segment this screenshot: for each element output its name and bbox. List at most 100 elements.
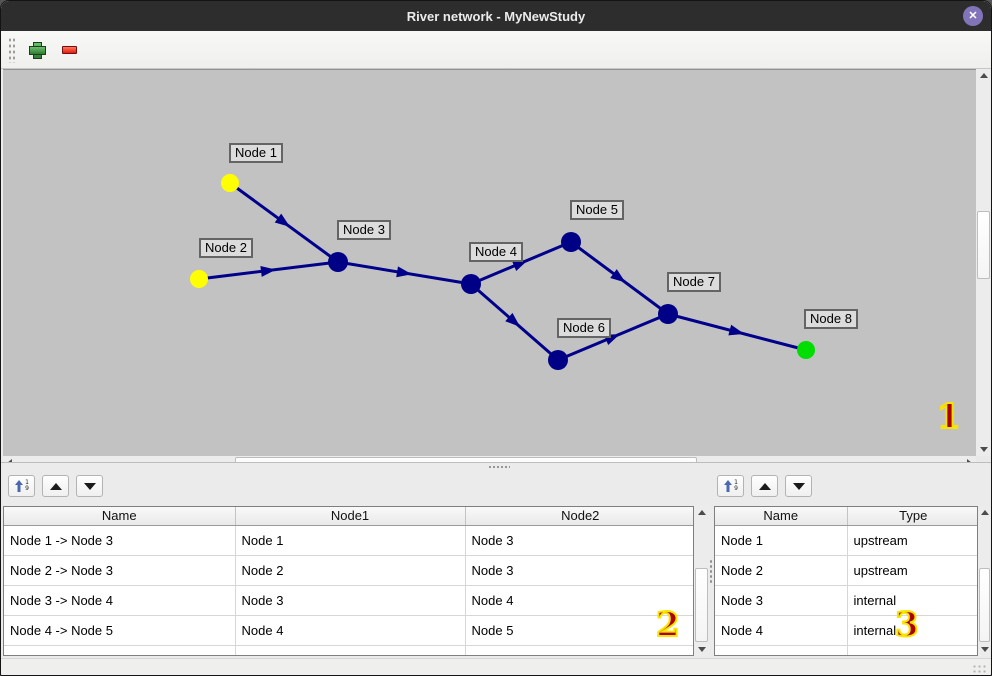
table-cell[interactable]: Node 3 xyxy=(465,525,693,556)
table-cell[interactable]: Node 3 xyxy=(715,585,848,616)
table-cell[interactable]: Node 5 xyxy=(465,615,693,646)
scroll-up-arrow[interactable] xyxy=(978,506,991,519)
main-toolbar xyxy=(1,31,991,69)
toolbar-drag-handle[interactable] xyxy=(8,36,16,63)
flow-arrow-icon xyxy=(505,312,521,327)
node-label[interactable]: Node 6 xyxy=(557,318,611,338)
table-cell[interactable] xyxy=(4,645,236,655)
scroll-up-arrow[interactable] xyxy=(694,506,709,519)
table-cell[interactable] xyxy=(715,645,848,655)
node-label[interactable]: Node 5 xyxy=(570,200,624,220)
nodes-move-up-button[interactable] xyxy=(751,475,778,497)
node-circle[interactable] xyxy=(561,232,581,252)
node-circle[interactable] xyxy=(461,274,481,294)
links-table-scrollbar[interactable] xyxy=(694,506,710,656)
column-header[interactable]: Name xyxy=(4,507,236,526)
scroll-up-arrow[interactable] xyxy=(976,69,991,82)
column-header[interactable]: Node1 xyxy=(235,507,466,526)
table-cell[interactable]: Node 2 xyxy=(235,555,466,586)
vertical-splitter[interactable] xyxy=(709,559,713,585)
close-button[interactable]: ✕ xyxy=(963,6,983,26)
node-circle[interactable] xyxy=(328,252,348,272)
nodes-move-down-button[interactable] xyxy=(785,475,812,497)
flow-arrow-icon xyxy=(610,269,626,283)
table-cell[interactable]: Node 1 xyxy=(715,525,848,556)
links-move-down-button[interactable] xyxy=(76,475,103,497)
node-circle[interactable] xyxy=(221,174,239,192)
scrollbar-thumb[interactable] xyxy=(695,568,708,642)
table-cell[interactable] xyxy=(465,645,693,655)
table-cell[interactable]: upstream xyxy=(847,525,977,556)
up-triangle-icon xyxy=(758,482,771,490)
minus-icon xyxy=(61,45,77,54)
flow-arrow-icon xyxy=(260,265,276,277)
add-button[interactable] xyxy=(23,37,49,63)
node-label[interactable]: Node 2 xyxy=(199,238,253,258)
table-cell[interactable] xyxy=(847,645,977,655)
table-cell[interactable]: Node 4 xyxy=(715,615,848,646)
node-label[interactable]: Node 4 xyxy=(469,242,523,262)
table-cell[interactable]: Node 4 -> Node 5 xyxy=(4,615,236,646)
scrollbar-thumb[interactable] xyxy=(979,568,990,642)
table-cell[interactable]: Node 3 xyxy=(465,555,693,586)
titlebar[interactable]: River network - MyNewStudy ✕ xyxy=(1,1,991,31)
column-header[interactable]: Node2 xyxy=(465,507,693,526)
horizontal-splitter[interactable] xyxy=(1,462,991,470)
table-cell[interactable]: Node 1 xyxy=(235,525,466,556)
table-cell[interactable]: internal xyxy=(847,585,977,616)
table-cell[interactable]: Node 3 xyxy=(235,585,466,616)
table-cell[interactable]: Node 4 xyxy=(235,615,466,646)
river-network-canvas[interactable]: Node 1 Node 2 Node 3 Node 4 Node 5 Node 6 Node… xyxy=(3,69,976,456)
node-circle[interactable] xyxy=(190,270,208,288)
table-cell[interactable]: upstream xyxy=(847,555,977,586)
column-header[interactable]: Name xyxy=(715,507,848,526)
table-cell[interactable]: Node 2 -> Node 3 xyxy=(4,555,236,586)
node-circle[interactable] xyxy=(658,304,678,324)
canvas-vertical-scrollbar[interactable] xyxy=(976,69,991,456)
scrollbar-thumb[interactable] xyxy=(977,211,990,279)
node-circle[interactable] xyxy=(548,350,568,370)
table-cell[interactable]: Node 4 xyxy=(465,585,693,616)
scroll-down-arrow[interactable] xyxy=(694,643,709,656)
table-cell[interactable]: Node 3 -> Node 4 xyxy=(4,585,236,616)
splitter-grip-icon xyxy=(488,465,510,469)
table-row[interactable] xyxy=(715,645,977,655)
nodes-table-scrollbar[interactable] xyxy=(978,506,991,656)
node-label[interactable]: Node 7 xyxy=(667,272,721,292)
flow-arrow-icon xyxy=(274,213,291,227)
plus-icon xyxy=(28,42,46,59)
scroll-down-arrow[interactable] xyxy=(976,443,991,456)
table-cell[interactable]: internal xyxy=(847,615,977,646)
node-label[interactable]: Node 3 xyxy=(337,220,391,240)
table-cell[interactable]: Node 2 xyxy=(715,555,848,586)
table-row[interactable] xyxy=(4,645,693,655)
resize-grip-icon[interactable] xyxy=(972,664,986,674)
links-move-up-button[interactable] xyxy=(42,475,69,497)
scroll-down-arrow[interactable] xyxy=(978,643,991,656)
node-label[interactable]: Node 8 xyxy=(804,309,858,329)
network-graph xyxy=(190,174,815,370)
remove-button[interactable] xyxy=(56,37,82,63)
statusbar xyxy=(1,658,991,675)
table-cell[interactable]: Node 1 -> Node 3 xyxy=(4,525,236,556)
node-circle[interactable] xyxy=(797,341,815,359)
column-header[interactable]: Type xyxy=(847,507,977,526)
node-label[interactable]: Node 1 xyxy=(229,143,283,163)
table-cell[interactable] xyxy=(235,645,466,655)
